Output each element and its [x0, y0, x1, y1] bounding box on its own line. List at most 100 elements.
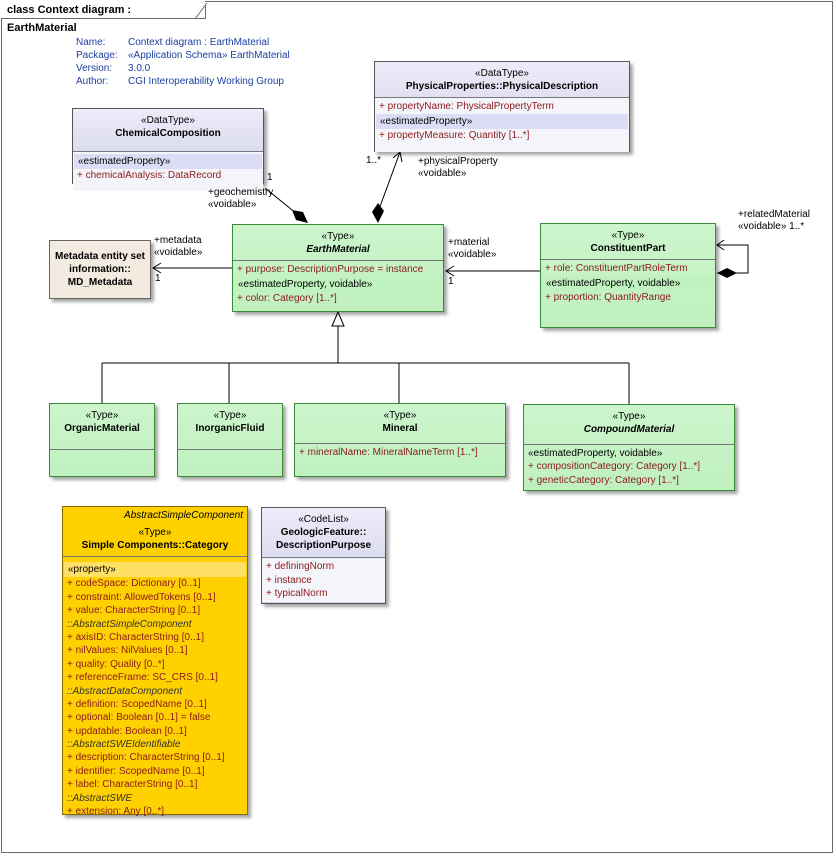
note-name-value: Context diagram : EarthMaterial: [128, 37, 270, 48]
category-class[interactable]: AbstractSimpleComponent «Type» Simple Co…: [62, 506, 248, 817]
metadata-multiplicity: 1: [155, 273, 161, 284]
description-purpose-class[interactable]: «CodeList» GeologicFeature:: Description…: [261, 507, 386, 604]
attr-purpose: + purpose: DescriptionPurpose = instance: [237, 264, 424, 275]
attr-reference-frame: + referenceFrame: SC_CRS [0..1]: [67, 672, 218, 683]
attr-identifier: + identifier: ScopedName [0..1]: [67, 765, 205, 777]
constituent-part-class[interactable]: «Type» ConstituentPart + role: Constitue…: [540, 223, 716, 328]
group-estimated-property-voidable: «estimatedProperty, voidable»: [234, 276, 442, 292]
metadata-role: +metadata: [154, 235, 202, 246]
generalization-arrow: [331, 310, 345, 327]
earth-material-name: EarthMaterial: [306, 244, 370, 255]
physical-description-name: PhysicalProperties::PhysicalDescription: [405, 81, 599, 92]
attr-typical-norm: + typicalNorm: [266, 588, 328, 599]
attr-property-measure: + propertyMeasure: Quantity [1..*]: [379, 129, 530, 141]
physical-property-voidable: «voidable»: [418, 168, 467, 179]
physical-description-class[interactable]: «DataType» PhysicalProperties::PhysicalD…: [374, 61, 630, 152]
chemical-composition-stereotype: «DataType»: [141, 115, 195, 126]
constituent-part-stereotype: «Type»: [611, 230, 645, 241]
organic-material-class[interactable]: «Type» OrganicMaterial: [49, 403, 155, 477]
attr-proportion: + proportion: QuantityRange: [545, 291, 671, 303]
geochemistry-multiplicity: 1: [267, 172, 273, 183]
note-package-key: Package:: [76, 50, 118, 61]
material-voidable: «voidable»: [448, 249, 497, 260]
earth-material-stereotype: «Type»: [321, 231, 355, 242]
physical-description-stereotype: «DataType»: [475, 68, 529, 79]
note-version-key: Version:: [76, 63, 113, 74]
attr-role: + role: ConstituentPartRoleTerm: [545, 263, 688, 274]
related-material-voidable: «voidable» 1..*: [738, 221, 805, 232]
earth-material-class[interactable]: «Type» EarthMaterial + purpose: Descript…: [232, 224, 444, 312]
note-version-value: 3.0.0: [128, 63, 151, 74]
inherited-abstract-swe-identifiable: ::AbstractSWEIdentifiable: [67, 739, 181, 750]
inorganic-fluid-name: InorganicFluid: [195, 423, 265, 434]
chemical-composition-class[interactable]: «DataType» ChemicalComposition «estimate…: [72, 108, 264, 191]
mineral-stereotype: «Type»: [383, 410, 417, 421]
note-author-key: Author:: [76, 76, 109, 87]
diagram-title: class Context diagram : EarthMaterial: [1, 1, 206, 34]
metadata-class[interactable]: Metadata entity set information:: MD_Met…: [49, 240, 151, 299]
note-author-value: CGI Interoperability Working Group: [128, 76, 284, 87]
material-role: +material: [448, 237, 490, 248]
attr-optional: + optional: Boolean [0..1] = false: [67, 712, 211, 723]
related-material-role: +relatedMaterial: [738, 209, 810, 220]
physical-property-link: [377, 151, 401, 213]
physical-property-multiplicity: 1..*: [366, 155, 382, 166]
chemical-composition-name: ChemicalComposition: [115, 128, 221, 139]
category-name: Simple Components::Category: [81, 540, 229, 551]
inherited-abstract-swe: ::AbstractSWE: [67, 792, 133, 804]
diagram-notes: Name: Context diagram : EarthMaterial Pac…: [76, 36, 290, 88]
geochemistry-role: +geochemistry: [208, 187, 274, 198]
attr-nil-values: + nilValues: NilValues [0..1]: [67, 645, 188, 656]
attr-chemical-analysis: + chemicalAnalysis: DataRecord: [77, 170, 222, 181]
compound-material-class[interactable]: «Type» CompoundMaterial «estimatedProper…: [523, 404, 735, 491]
organic-material-name: OrganicMaterial: [64, 423, 140, 434]
attr-updatable: + updatable: Boolean [0..1]: [67, 725, 187, 737]
metadata-name: Metadata entity set information:: MD_Met…: [54, 251, 146, 288]
inherited-abstract-simple-component: ::AbstractSimpleComponent: [67, 618, 192, 630]
attr-code-space: + codeSpace: Dictionary [0..1]: [67, 578, 201, 589]
attr-axis-id: + axisID: CharacterString [0..1]: [67, 631, 205, 643]
attr-defining-norm: + definingNorm: [266, 561, 335, 572]
note-name-key: Name:: [76, 37, 106, 48]
group-estimated-property-voidable: «estimatedProperty, voidable»: [528, 448, 663, 459]
inorganic-fluid-class[interactable]: «Type» InorganicFluid: [177, 403, 283, 477]
attr-color: + color: Category [1..*]: [237, 292, 337, 304]
compound-material-name: CompoundMaterial: [583, 424, 675, 435]
geochemistry-link: [264, 187, 298, 215]
attr-label: + label: CharacterString [0..1]: [67, 779, 198, 790]
attr-quality: + quality: Quality [0..*]: [67, 658, 165, 670]
attr-value: + value: CharacterString [0..1]: [67, 605, 201, 616]
category-stereotype: «Type»: [138, 527, 172, 538]
inherited-abstract-data-component: ::AbstractDataComponent: [67, 685, 183, 697]
inorganic-fluid-stereotype: «Type»: [213, 410, 247, 421]
related-material-link: [717, 244, 749, 274]
attr-description: + description: CharacterString [0..1]: [67, 752, 225, 763]
description-purpose-stereotype: «CodeList»: [298, 514, 349, 525]
attr-genetic-category: + geneticCategory: Category [1..*]: [528, 474, 679, 486]
metadata-voidable: «voidable»: [154, 247, 203, 258]
organic-material-stereotype: «Type»: [85, 410, 119, 421]
attr-property-name: + propertyName: PhysicalPropertyTerm: [379, 101, 554, 112]
attr-instance: + instance: [266, 574, 312, 586]
attr-mineral-name: + mineralName: MineralNameTerm [1..*]: [299, 447, 478, 458]
attr-definition: + definition: ScopedName [0..1]: [67, 698, 207, 710]
compound-material-stereotype: «Type»: [612, 411, 646, 422]
group-property: «property»: [64, 562, 246, 577]
material-multiplicity: 1: [448, 276, 454, 287]
attr-composition-category: + compositionCategory: Category [1..*]: [528, 461, 701, 472]
physical-property-role: +physicalProperty: [418, 156, 498, 167]
category-abstract-parent: AbstractSimpleComponent: [124, 510, 243, 521]
constituent-part-name: ConstituentPart: [590, 243, 666, 254]
description-purpose-name: GeologicFeature:: DescriptionPurpose: [275, 527, 372, 551]
group-estimated-property: «estimatedProperty»: [376, 113, 628, 129]
group-estimated-property: «estimatedProperty»: [74, 154, 262, 169]
attr-extension: + extension: Any [0..*]: [67, 805, 165, 817]
mineral-class[interactable]: «Type» Mineral + mineralName: MineralNam…: [294, 403, 506, 477]
attr-constraint: + constraint: AllowedTokens [0..1]: [67, 591, 216, 603]
geochemistry-voidable: «voidable»: [208, 199, 257, 210]
group-estimated-property-voidable: «estimatedProperty, voidable»: [542, 275, 714, 291]
mineral-name: Mineral: [382, 423, 418, 434]
note-package-value: «Application Schema» EarthMaterial: [128, 50, 290, 61]
